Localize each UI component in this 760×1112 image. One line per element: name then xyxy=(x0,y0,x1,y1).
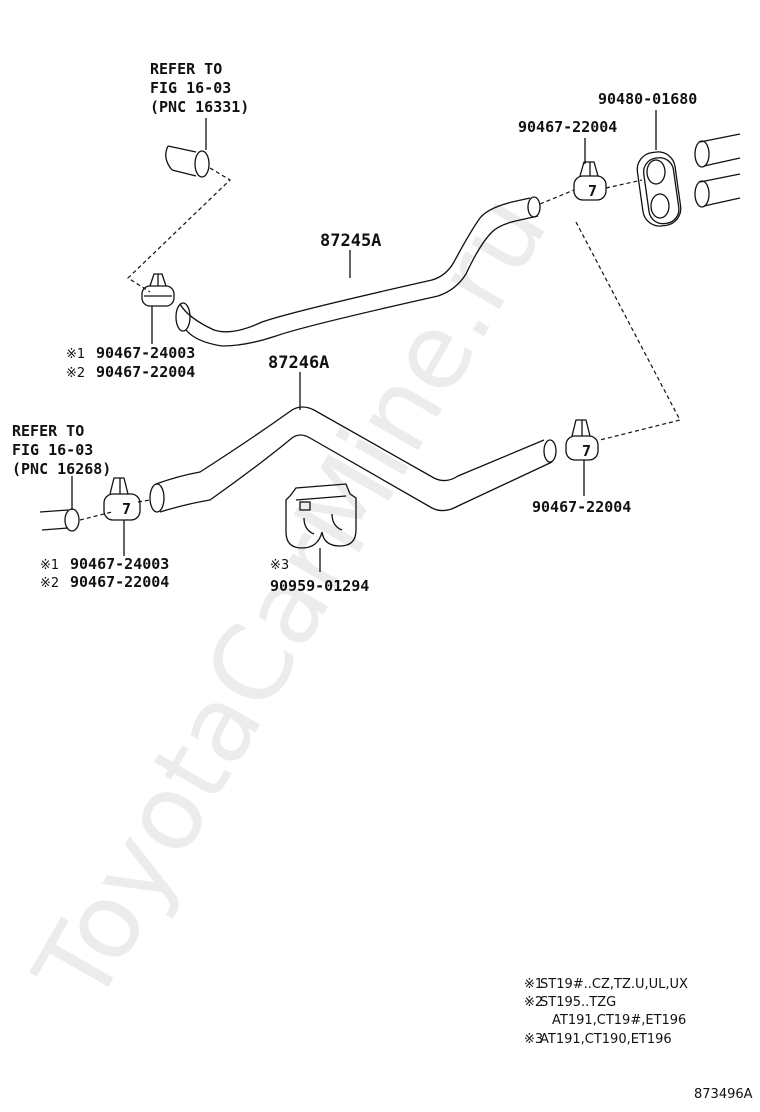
part-grommet: 90480-01680 xyxy=(598,90,697,108)
mark1-upper-left: ※1 xyxy=(66,347,85,362)
part-clamp-upper-left-2: 90467-22004 xyxy=(96,363,195,381)
mark2-lower-left: ※2 xyxy=(40,576,59,591)
svg-text:7: 7 xyxy=(588,182,597,200)
ref-top-line3: (PNC 16331) xyxy=(150,98,249,116)
pipe-stub-top-left xyxy=(165,145,210,178)
ref-left-line1: REFER TO xyxy=(12,422,84,440)
part-clamp-top-right: 90467-22004 xyxy=(518,118,617,136)
legend-text2b: AT191,CT19#,ET196 xyxy=(552,1013,686,1028)
part-clip: 90959-01294 xyxy=(270,577,369,595)
legend-text3: AT191,CT190,ET196 xyxy=(540,1032,672,1047)
part-clamp-upper-left-1: 90467-24003 xyxy=(96,344,195,362)
part-clamp-mid-right: 90467-22004 xyxy=(532,498,631,516)
svg-text:7: 7 xyxy=(582,442,591,460)
legend-mark3: ※3 xyxy=(524,1032,543,1047)
watermark: ToyotaCarMine.ru xyxy=(10,175,570,1024)
ref-top-line2: FIG 16-03 xyxy=(150,79,231,97)
legend-text2: ST195..TZG xyxy=(540,995,616,1010)
ref-left-line2: FIG 16-03 xyxy=(12,441,93,459)
hose-clip xyxy=(285,483,357,549)
clamp-lower-left: 7 xyxy=(103,477,141,521)
pipes-right xyxy=(694,133,741,208)
mark3-clip: ※3 xyxy=(270,558,289,573)
clamp-top-right: 7 xyxy=(573,161,607,201)
part-hose-lower: 87246A xyxy=(268,353,329,373)
clamp-mid-right: 7 xyxy=(565,419,599,461)
pipe-stub-left xyxy=(39,508,80,532)
legend-mark1: ※1 xyxy=(524,977,543,992)
mark2-upper-left: ※2 xyxy=(66,366,85,381)
hose-lower xyxy=(149,406,557,513)
ref-top-line1: REFER TO xyxy=(150,60,222,78)
clamp-upper-left xyxy=(141,273,175,307)
svg-text:7: 7 xyxy=(122,500,131,518)
legend-mark2: ※2 xyxy=(524,995,543,1010)
part-clamp-lower-left-1: 90467-24003 xyxy=(70,555,169,573)
ref-left-line3: (PNC 16268) xyxy=(12,460,111,478)
grommet xyxy=(636,151,682,227)
legend-text1: ST19#..CZ,TZ.U,UL,UX xyxy=(540,977,688,992)
figure-code: 873496A xyxy=(694,1087,753,1102)
part-hose-upper: 87245A xyxy=(320,231,381,251)
hose-upper xyxy=(175,196,541,347)
mark1-lower-left: ※1 xyxy=(40,558,59,573)
part-clamp-lower-left-2: 90467-22004 xyxy=(70,573,169,591)
